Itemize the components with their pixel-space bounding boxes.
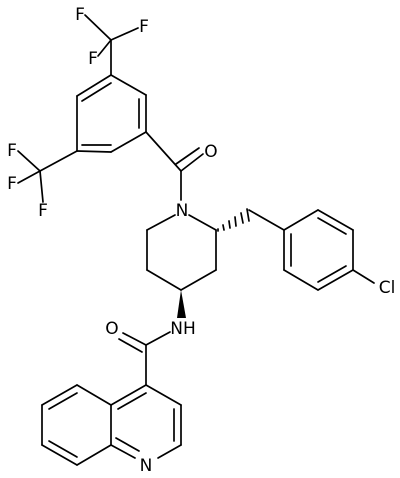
atom-label-nitrogen: N xyxy=(140,456,153,476)
bond xyxy=(283,209,319,231)
atom-label-amine: NH xyxy=(170,319,196,339)
atom-label-fluorine: F xyxy=(75,5,85,25)
bond xyxy=(41,384,78,406)
bond xyxy=(175,147,200,165)
bond xyxy=(317,269,354,291)
bond xyxy=(97,39,112,57)
atom-label-fluorine: F xyxy=(7,141,17,161)
atom-label-fluorine: F xyxy=(38,201,48,221)
bond xyxy=(76,384,112,406)
bond xyxy=(146,269,182,291)
bond xyxy=(115,437,140,452)
atom-label-fluorine: F xyxy=(7,174,17,194)
bond xyxy=(110,27,139,41)
atom-label-oxygen: O xyxy=(105,319,118,339)
bond xyxy=(122,332,147,346)
bond xyxy=(48,440,78,458)
atom-label-chlorine: Cl xyxy=(379,278,396,298)
bond xyxy=(283,269,319,291)
bond xyxy=(110,131,147,153)
wedge-bond xyxy=(177,290,186,318)
bond xyxy=(188,214,217,231)
bond xyxy=(76,150,112,153)
bond xyxy=(76,74,112,97)
bond xyxy=(145,131,182,172)
bond xyxy=(110,74,147,96)
bond xyxy=(118,338,143,353)
bond xyxy=(180,153,204,172)
bond xyxy=(17,170,41,184)
bond xyxy=(39,150,78,172)
bond xyxy=(39,170,44,203)
atom-label-fluorine: F xyxy=(88,49,98,69)
bond xyxy=(48,392,78,410)
bond xyxy=(117,392,147,410)
bond xyxy=(110,444,136,459)
bond xyxy=(180,269,217,291)
bond-layer xyxy=(17,14,375,466)
bond xyxy=(145,384,182,406)
bond xyxy=(317,265,347,283)
atom-label-nitrogen: N xyxy=(176,201,189,221)
atom-label-oxygen: O xyxy=(204,142,217,162)
bond xyxy=(317,209,354,231)
atom-label-layer: F F F F F F O N Cl NH O N xyxy=(7,5,395,476)
bond xyxy=(81,82,112,102)
bond xyxy=(145,331,171,346)
bond xyxy=(84,14,112,41)
bond xyxy=(146,214,176,231)
atom-label-fluorine: F xyxy=(139,17,149,37)
bond xyxy=(352,269,375,284)
bond xyxy=(317,217,347,235)
hashed-wedge-bond xyxy=(217,208,250,232)
bond xyxy=(41,444,78,466)
bond xyxy=(76,444,112,466)
bond xyxy=(17,150,41,172)
bond xyxy=(248,209,285,231)
bond xyxy=(110,384,147,406)
bond xyxy=(157,444,182,459)
